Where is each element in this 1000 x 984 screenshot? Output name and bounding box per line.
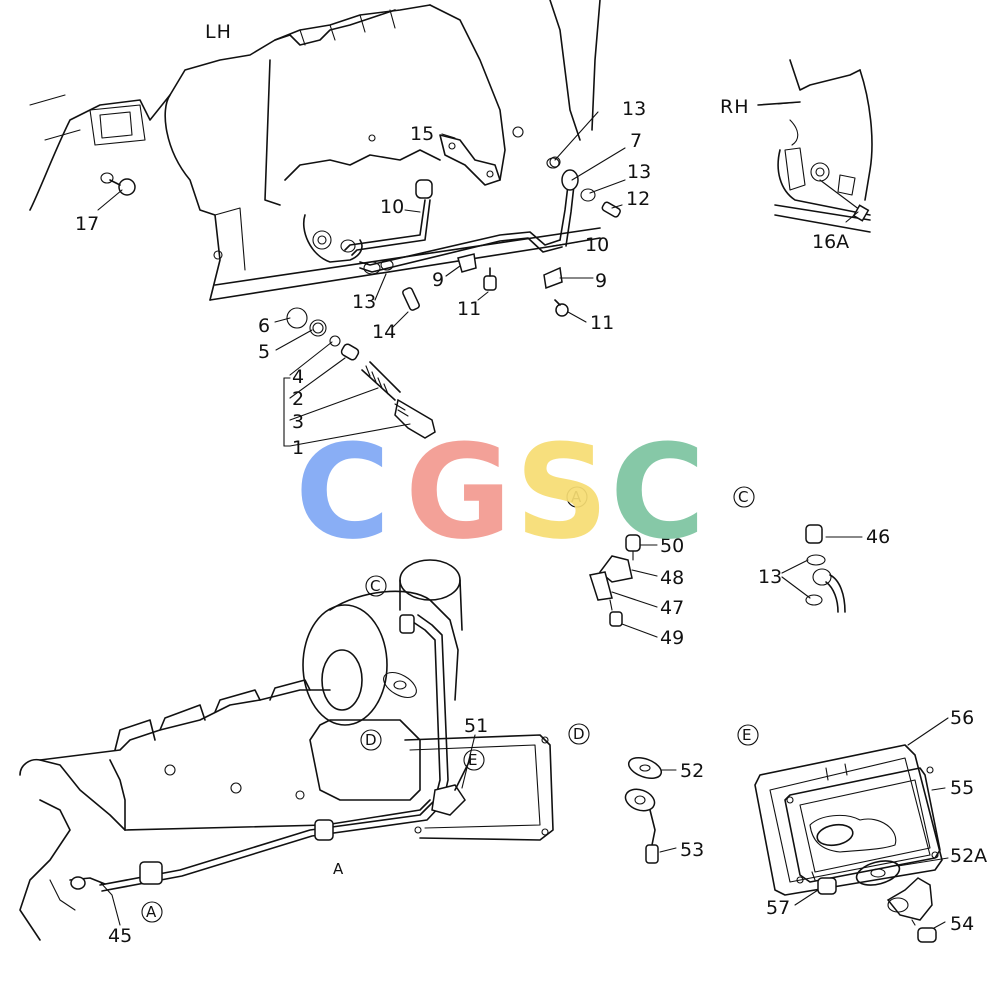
part-callout-13: 13 bbox=[352, 291, 376, 313]
part-callout-53: 53 bbox=[680, 839, 704, 861]
part-callout-11: 11 bbox=[457, 298, 481, 320]
watermark-letter: C bbox=[610, 416, 705, 568]
part-callout-48: 48 bbox=[660, 567, 684, 589]
watermark-logo: C G S C bbox=[295, 416, 705, 568]
side-label-rh: RH bbox=[720, 96, 750, 118]
watermark-letter: S bbox=[515, 416, 609, 568]
part-callout-10: 10 bbox=[585, 234, 609, 256]
part-callout-2: 2 bbox=[292, 388, 304, 410]
part-callout-51: 51 bbox=[464, 715, 488, 737]
part-callout-17: 17 bbox=[75, 213, 99, 235]
part-callout-54: 54 bbox=[950, 913, 974, 935]
part-callout-12: 12 bbox=[626, 188, 650, 210]
part-callout-56: 56 bbox=[950, 707, 974, 729]
part-callout-57: 57 bbox=[766, 897, 790, 919]
part-callout-15: 15 bbox=[410, 123, 434, 145]
part-callout-4: 4 bbox=[292, 366, 304, 388]
engine-block-rh bbox=[757, 59, 873, 233]
part-callout-7: 7 bbox=[630, 130, 642, 152]
detail-marker-d: D bbox=[573, 725, 585, 743]
oil-pipe-assembly bbox=[100, 134, 621, 439]
part-callout-1: 1 bbox=[292, 437, 304, 459]
part-callout-13: 13 bbox=[622, 98, 646, 120]
part-callout-14: 14 bbox=[372, 321, 396, 343]
part-callout-50: 50 bbox=[660, 535, 684, 557]
watermark-letter: G bbox=[405, 416, 512, 568]
detail-marker-c: C bbox=[738, 488, 748, 506]
part-callout-3: 3 bbox=[292, 411, 304, 433]
part-callout-55: 55 bbox=[950, 777, 974, 799]
part-callout-6: 6 bbox=[258, 315, 270, 337]
turbocharger-manifold bbox=[19, 559, 554, 941]
part-callout-46: 46 bbox=[866, 526, 890, 548]
part-callout-52a: 52A bbox=[950, 845, 987, 867]
gasket-detail-e bbox=[624, 744, 943, 943]
part-callout-13: 13 bbox=[758, 566, 782, 588]
part-callout-11: 11 bbox=[590, 312, 614, 334]
detail-marker-a: A bbox=[146, 903, 157, 921]
side-label-lh: LH bbox=[205, 21, 232, 43]
part-callout-47: 47 bbox=[660, 597, 684, 619]
part-callout-9: 9 bbox=[595, 270, 607, 292]
part-callout-49: 49 bbox=[660, 627, 684, 649]
part-callout-45: 45 bbox=[108, 925, 132, 947]
detail-markers: A C C D D E E A A bbox=[141, 486, 759, 923]
detail-marker-d: D bbox=[365, 731, 377, 749]
part-callout-52: 52 bbox=[680, 760, 704, 782]
part-callout-10: 10 bbox=[380, 196, 404, 218]
part-callout-5: 5 bbox=[258, 341, 270, 363]
part-callout-13: 13 bbox=[627, 161, 651, 183]
leader-lines bbox=[97, 101, 949, 929]
detail-marker-e: E bbox=[468, 751, 477, 769]
detail-c-fitting bbox=[805, 524, 846, 613]
part-callout-9: 9 bbox=[432, 269, 444, 291]
detail-marker-e: E bbox=[742, 726, 751, 744]
detail-marker-a: A bbox=[571, 488, 582, 506]
detail-marker-a: A bbox=[333, 860, 344, 878]
engine-block-lh bbox=[29, 0, 601, 301]
detail-marker-c: C bbox=[370, 577, 380, 595]
watermark-letter: C bbox=[295, 416, 390, 568]
part-callout-16a: 16A bbox=[812, 231, 849, 253]
bracket-detail-a bbox=[589, 534, 641, 627]
